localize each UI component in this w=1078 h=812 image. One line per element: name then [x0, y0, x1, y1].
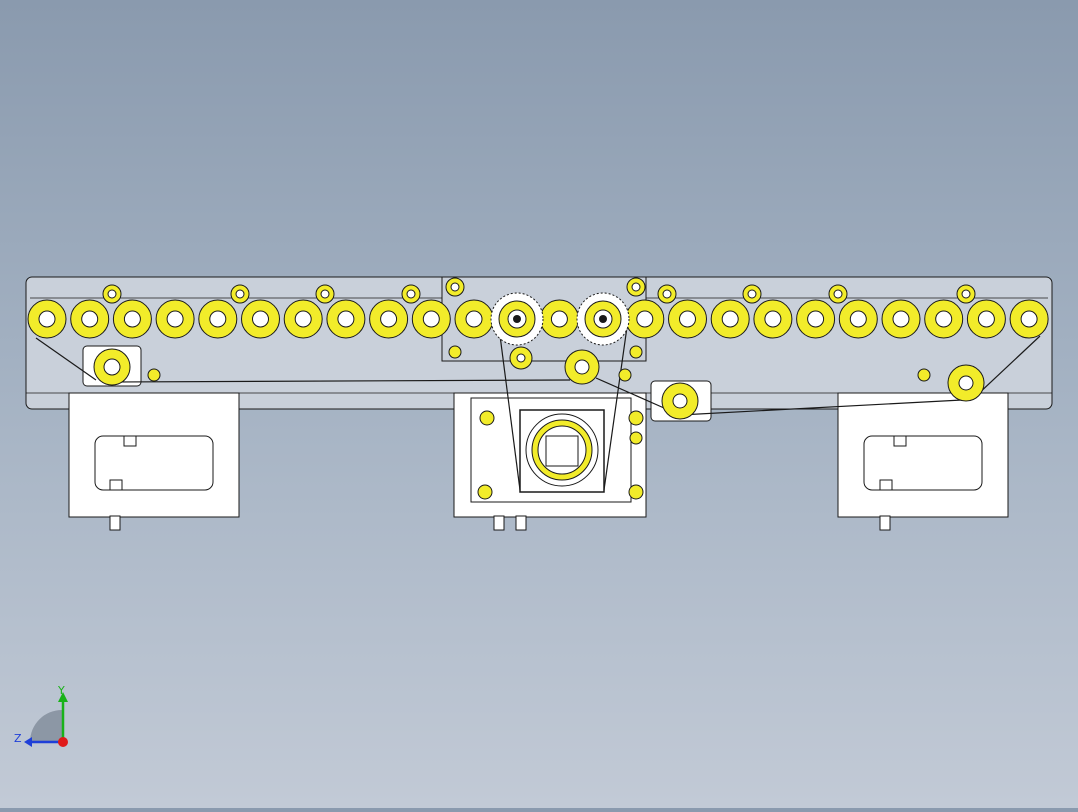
belt [35, 319, 1041, 491]
small-idler [401, 284, 421, 304]
y-axis-arrowhead [58, 692, 68, 702]
top-roller [924, 299, 964, 339]
small-idler [445, 277, 465, 297]
top-roller [539, 299, 579, 339]
small-idler [626, 277, 646, 297]
top-roller [198, 299, 238, 339]
top-roller [710, 299, 750, 339]
left-drive-sprocket [490, 292, 544, 346]
triad-arc [30, 710, 62, 742]
small-idler [742, 284, 762, 304]
coordinate-triad: Y Z [14, 684, 68, 747]
small-idler [828, 284, 848, 304]
center-tension-roller [564, 349, 600, 385]
top-roller [454, 299, 494, 339]
right-tension-roller-a [661, 382, 699, 420]
small-idlers [102, 277, 976, 304]
top-roller [881, 299, 921, 339]
top-roller [796, 299, 836, 339]
left-stand [68, 392, 240, 531]
small-idler [315, 284, 335, 304]
top-roller [326, 299, 366, 339]
small-idler [657, 284, 677, 304]
top-roller [241, 299, 280, 339]
center-stand-bolts [147, 345, 931, 500]
small-idler [102, 284, 122, 304]
top-roller [155, 299, 195, 339]
top-roller [1009, 299, 1049, 339]
small-idler [956, 284, 976, 304]
top-roller [27, 299, 67, 339]
right-tension-roller-b [947, 364, 985, 402]
top-roller [112, 299, 152, 339]
top-roller [283, 299, 323, 339]
top-roller [411, 299, 451, 339]
small-idler [230, 284, 250, 304]
right-drive-sprocket [576, 292, 630, 346]
z-axis-arrowhead [24, 737, 32, 747]
top-roller [70, 299, 110, 339]
y-axis-label: Y [57, 684, 65, 697]
top-roller [369, 299, 409, 339]
z-axis-label: Z [14, 732, 22, 745]
top-roller [753, 299, 793, 339]
top-roller [838, 299, 878, 339]
drive-small-roller [509, 346, 533, 370]
right-stand [837, 392, 1009, 531]
left-tension-roller [93, 348, 131, 386]
x-axis-dot [58, 737, 68, 747]
top-roller [966, 299, 1006, 339]
top-roller [668, 299, 707, 339]
top-roller [625, 299, 665, 339]
